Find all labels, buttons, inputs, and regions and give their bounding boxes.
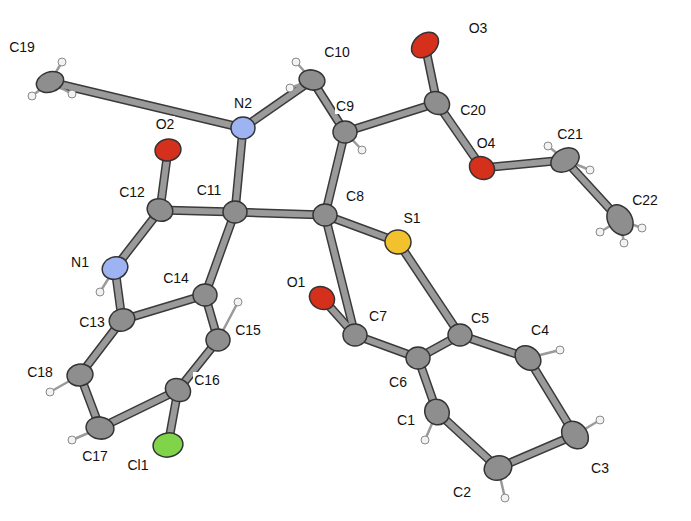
atom-label: C2 xyxy=(452,484,472,500)
atom-label: C13 xyxy=(78,314,106,330)
hydrogen-bond xyxy=(32,62,642,498)
atom-label: C1 xyxy=(396,412,416,428)
atom-label: C6 xyxy=(388,374,408,390)
atom-label: C5 xyxy=(470,310,490,326)
atom-label: C11 xyxy=(196,182,223,198)
hydrogen-atoms xyxy=(28,58,646,502)
atom-label: O4 xyxy=(476,135,497,151)
atom-label: C18 xyxy=(26,364,54,380)
carbon-atoms xyxy=(33,68,638,484)
atom-label: C19 xyxy=(8,39,36,55)
atom-label: N2 xyxy=(233,95,253,111)
atom-label: S1 xyxy=(402,210,421,226)
atom-label: C21 xyxy=(556,126,584,142)
atom-label: C10 xyxy=(323,44,351,60)
atom-label: C8 xyxy=(345,188,365,204)
atom-label: C14 xyxy=(162,270,190,286)
atom-label: C7 xyxy=(368,308,388,324)
atom-label: O3 xyxy=(468,20,489,36)
atom-label: C17 xyxy=(81,448,109,464)
atom-label: C20 xyxy=(459,102,487,118)
bond-outline xyxy=(50,45,620,468)
atom-label: N1 xyxy=(70,254,90,270)
atom-label: Cl1 xyxy=(126,457,149,473)
atom-label: C16 xyxy=(193,372,221,388)
atom-label: C12 xyxy=(118,184,146,200)
atom-label: O2 xyxy=(155,116,176,132)
chlorine-atom xyxy=(151,431,185,460)
atom-label: C4 xyxy=(530,322,550,338)
atom-label: C3 xyxy=(590,460,610,476)
atom-label: O1 xyxy=(286,274,307,290)
nitrogen-atoms xyxy=(99,117,255,283)
atom-label: C22 xyxy=(631,192,659,208)
atom-label: C9 xyxy=(335,98,355,114)
atom-label: C15 xyxy=(234,322,262,338)
sulfur-atom xyxy=(385,230,411,254)
oxygen-atoms xyxy=(153,27,498,314)
bond-fill xyxy=(50,45,620,468)
